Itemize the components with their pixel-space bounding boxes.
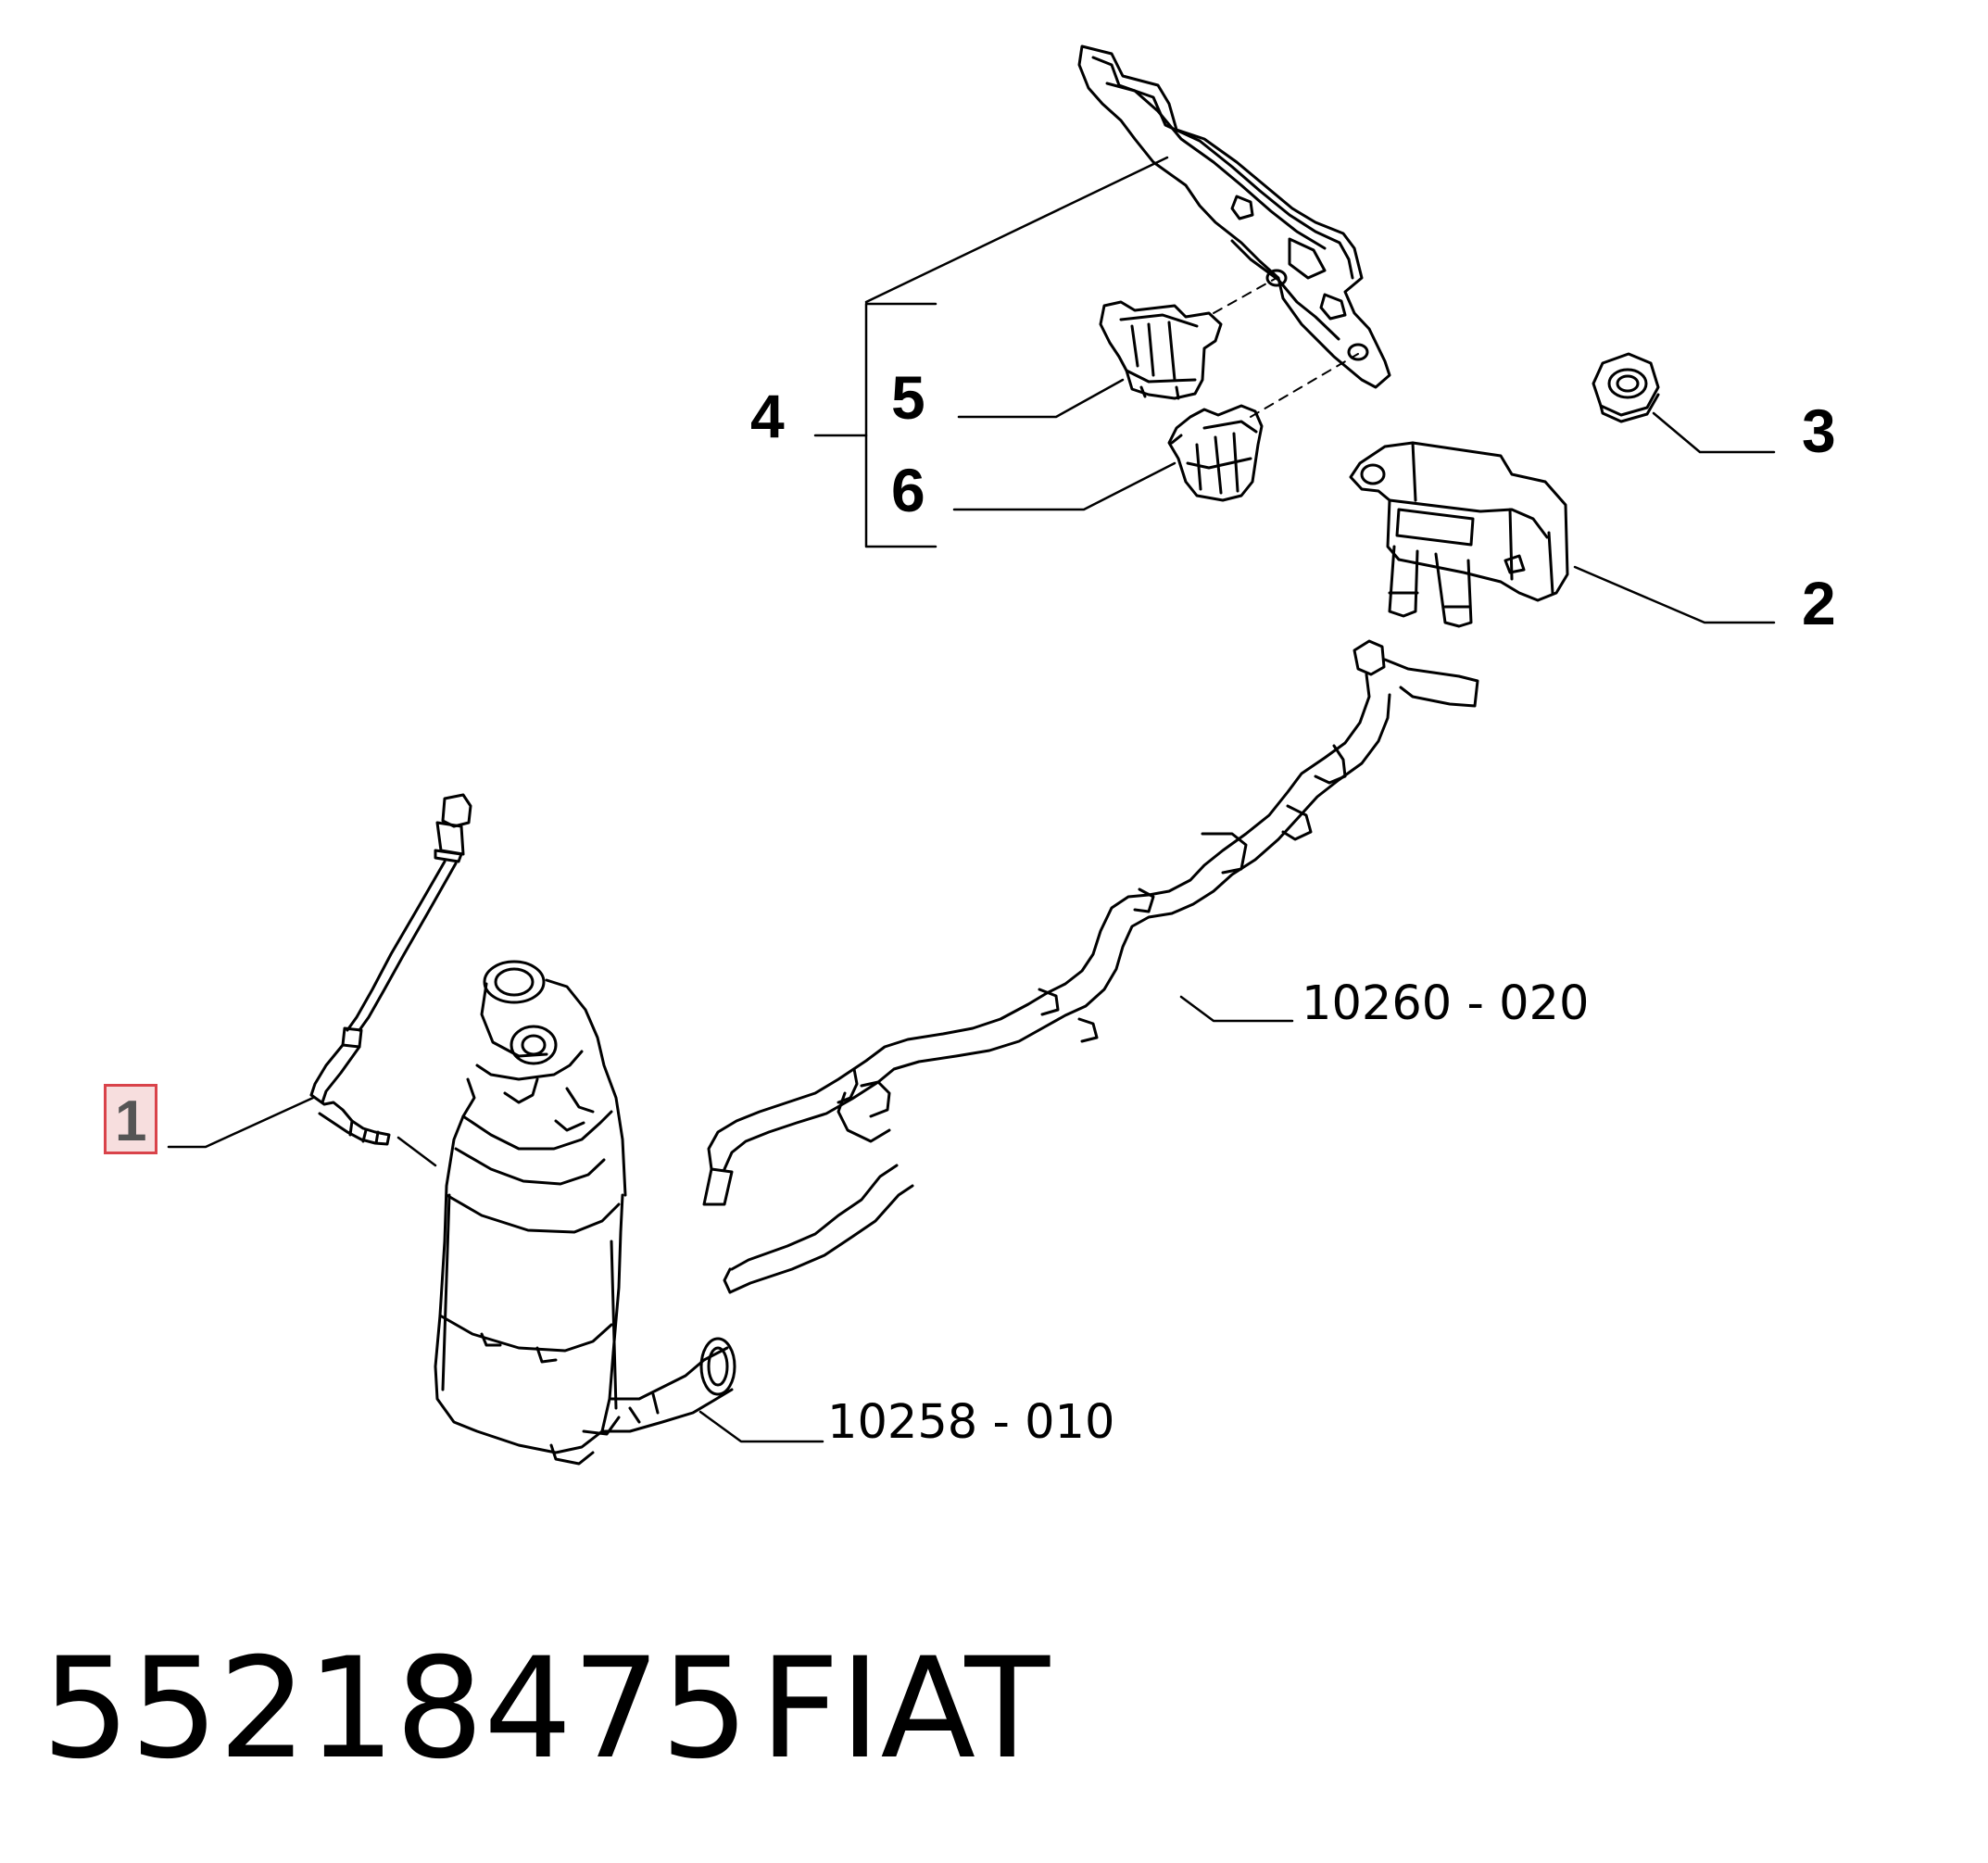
callout-3[interactable]: 3 bbox=[1802, 397, 1836, 465]
leader-10258 bbox=[698, 1410, 824, 1443]
alignment-dashes bbox=[1213, 277, 1359, 418]
callout-5[interactable]: 5 bbox=[891, 363, 925, 432]
temperature-sensor-1 bbox=[309, 793, 472, 1146]
leader-4-group bbox=[864, 302, 937, 548]
nut-3 bbox=[1592, 352, 1660, 423]
leader-10260 bbox=[1179, 995, 1294, 1023]
callout-6[interactable]: 6 bbox=[891, 456, 925, 524]
leader-5 bbox=[957, 378, 1125, 419]
leader-3 bbox=[1652, 411, 1776, 454]
leader-2 bbox=[1573, 565, 1776, 624]
ref-catalyst-group[interactable]: 10258 - 010 bbox=[827, 1395, 1115, 1450]
leader-4-bracket bbox=[864, 156, 1169, 304]
clip-6 bbox=[1167, 404, 1264, 502]
clip-5 bbox=[1099, 300, 1223, 400]
callout-2[interactable]: 2 bbox=[1802, 569, 1836, 637]
pressure-sensor-2 bbox=[1349, 441, 1569, 628]
callout-4[interactable]: 4 bbox=[750, 382, 785, 450]
leader-1 bbox=[167, 1096, 315, 1149]
pressure-pipes bbox=[702, 639, 1479, 1294]
selected-part-highlight bbox=[104, 1084, 157, 1154]
brand-name: FIAT bbox=[760, 1629, 1051, 1790]
leader-1-sensor bbox=[396, 1136, 437, 1167]
particulate-filter bbox=[434, 960, 736, 1466]
leader-6 bbox=[952, 461, 1176, 511]
ref-pipe-group[interactable]: 10260 - 020 bbox=[1302, 976, 1590, 1031]
part-number: 55218475 bbox=[42, 1629, 749, 1790]
callout-1[interactable]: 1 bbox=[115, 1089, 147, 1153]
leader-lines bbox=[167, 156, 1776, 1443]
bracket-plate bbox=[1077, 44, 1391, 389]
